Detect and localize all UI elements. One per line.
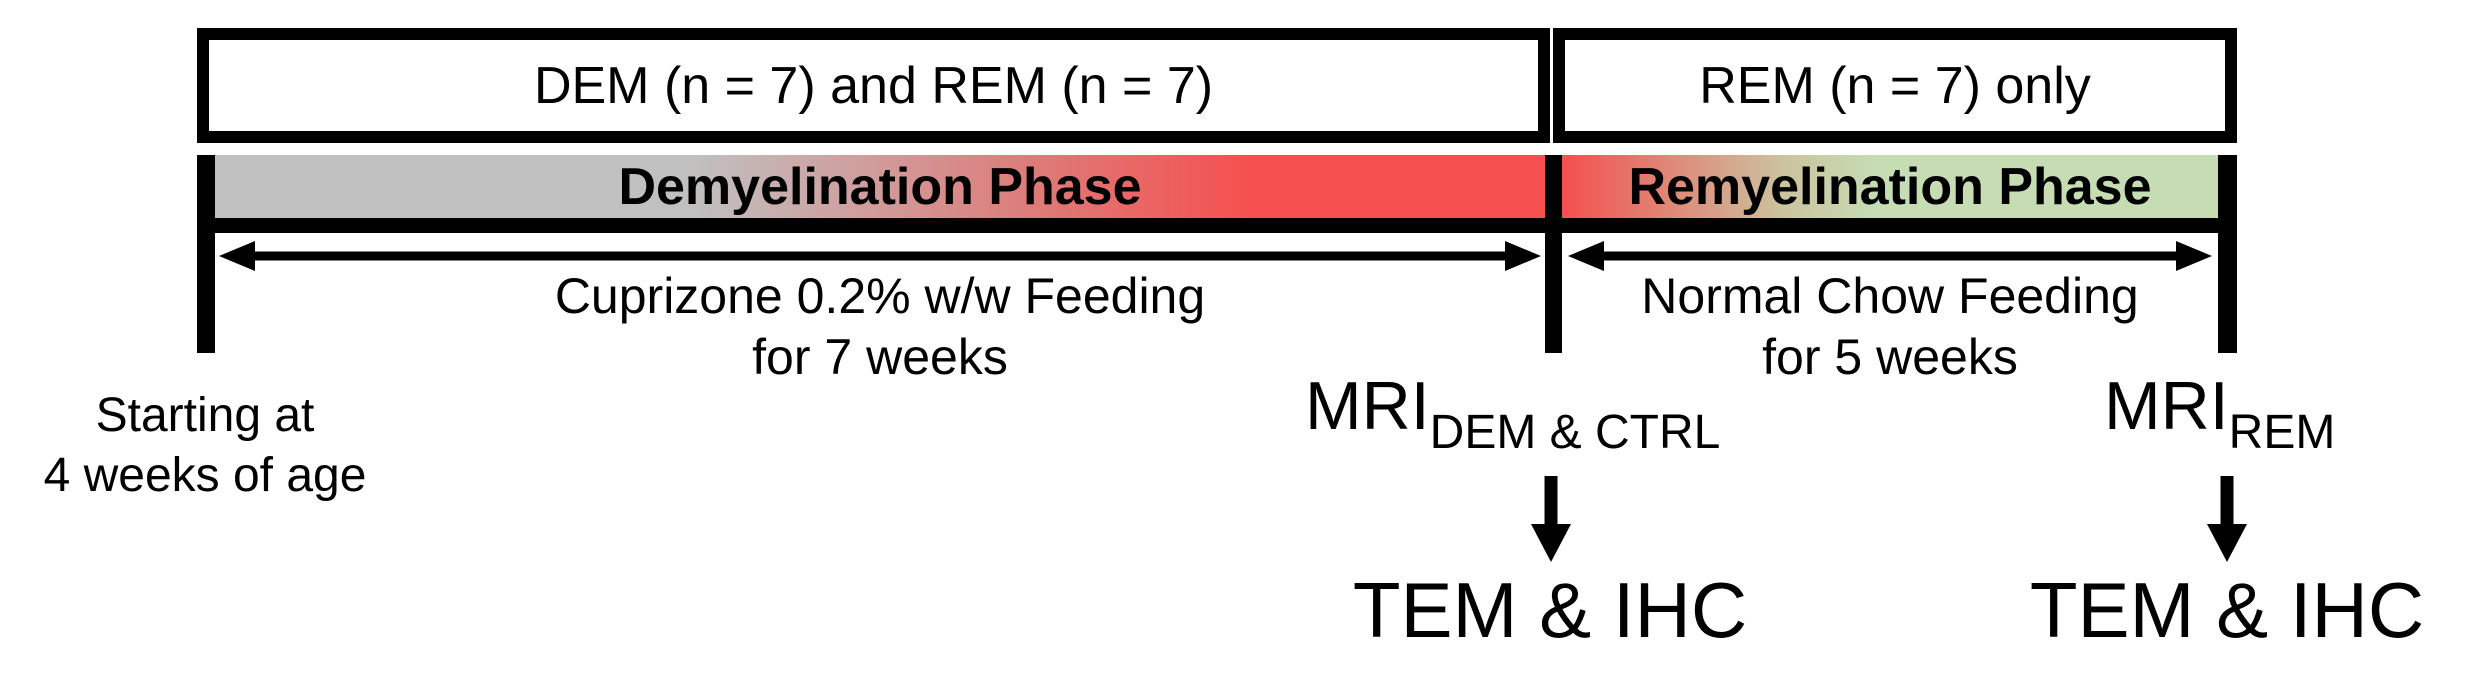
cuprizone-feeding-line1: Cuprizone 0.2% w/w Feeding — [554, 268, 1206, 324]
mri-rem-label: MRIREM — [2104, 372, 2335, 467]
remyelination-phase-label: Remyelination Phase — [1628, 157, 2152, 216]
normal-chow-feeding-line1: Normal Chow Feeding — [1641, 268, 2139, 324]
chow-period-double-arrow-icon — [1564, 238, 2216, 274]
start-age-label: Starting at 4 weeks of age — [30, 386, 380, 506]
timeline-tick-start — [197, 155, 215, 353]
cuprizone-feeding-label: Cuprizone 0.2% w/w Feeding for 7 weeks — [215, 266, 1545, 388]
cuprizone-feeding-line2: for 7 weeks — [752, 329, 1008, 385]
cohort-box-dem-rem: DEM (n = 7) and REM (n = 7) — [197, 28, 1550, 143]
cohort-box-dem-rem-label: DEM (n = 7) and REM (n = 7) — [533, 56, 1214, 115]
normal-chow-feeding-label: Normal Chow Feeding for 5 weeks — [1562, 266, 2218, 388]
cohort-box-rem-only: REM (n = 7) only — [1553, 28, 2237, 143]
mri-rem-main: MRI — [2104, 368, 2229, 444]
timeline-tick-week12 — [2218, 155, 2237, 353]
demyelination-phase-label: Demyelination Phase — [618, 157, 1142, 216]
tem-ihc-label-end: TEM & IHC — [2029, 566, 2425, 654]
cuprizone-period-double-arrow-icon — [215, 238, 1545, 274]
mri-dem-ctrl-label: MRIDEM & CTRL — [1305, 372, 1720, 467]
cohort-box-rem-only-label: REM (n = 7) only — [1699, 56, 2091, 115]
mri-dem-ctrl-main: MRI — [1305, 368, 1430, 444]
start-age-line1: Starting at — [95, 389, 315, 442]
normal-chow-feeding-line2: for 5 weeks — [1762, 329, 2018, 385]
timeline-tick-week7 — [1545, 155, 1562, 353]
mri-rem-subscript: REM — [2228, 406, 2336, 459]
timeline-baseline — [197, 218, 2237, 233]
mri-dem-ctrl-subscript: DEM & CTRL — [1429, 406, 1721, 459]
down-arrow-icon-end — [2205, 474, 2249, 564]
start-age-line2: 4 weeks of age — [43, 449, 367, 502]
tem-ihc-label-mid: TEM & IHC — [1352, 566, 1748, 654]
down-arrow-icon-mid — [1529, 474, 1573, 564]
demyelination-phase-bar: Demyelination Phase — [215, 155, 1545, 218]
remyelination-phase-bar: Remyelination Phase — [1562, 155, 2218, 218]
